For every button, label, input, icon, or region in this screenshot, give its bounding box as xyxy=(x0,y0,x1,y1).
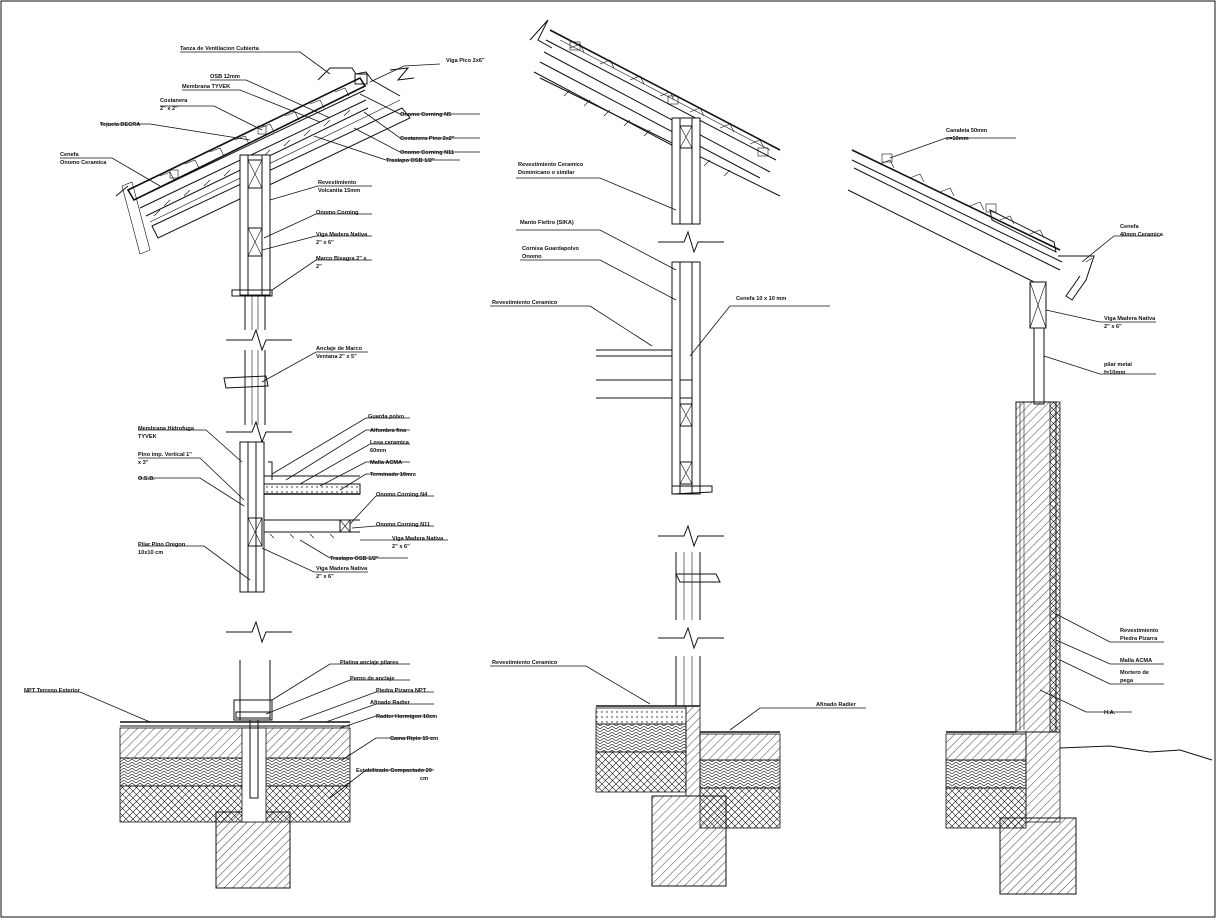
annotation-label: H.A. xyxy=(1104,710,1116,716)
annotation-label: Viga Madera Nativa xyxy=(392,536,444,542)
annotation-label: Piedra Pizarra xyxy=(1120,636,1158,642)
left-window-sill xyxy=(223,350,269,425)
annotation-label: pilar metal xyxy=(1104,362,1132,368)
annotation-label: Revestimiento Ceramico xyxy=(492,660,558,666)
middle-wall xyxy=(596,117,724,706)
annotation-label: Membrana TYVEK xyxy=(182,84,230,90)
annotation-label: 2" x 6" xyxy=(1104,324,1122,330)
annotation-label: f=10mm xyxy=(1104,370,1125,376)
annotation-label: Cenefa xyxy=(60,152,80,158)
left-wall-upper xyxy=(231,154,273,330)
annotation-label: Ventana 2" x 5" xyxy=(316,354,357,360)
annotation-label: Volcanita 15mm xyxy=(318,188,360,194)
annotation-label: OSB 12mm xyxy=(210,74,240,80)
annotation-label: Onomo Corning N11 xyxy=(376,522,430,528)
annotation-label: Viga Madera Nativa xyxy=(316,566,368,572)
annotation-label: Estabilizado Compactado 20 xyxy=(356,768,432,774)
annotation-label: 10x10 cm xyxy=(138,550,163,556)
annotation-label: Tejuela DECRA xyxy=(100,122,140,128)
middle-leader-lines xyxy=(490,177,866,731)
annotation-label: Viga Pico 2x6" xyxy=(446,58,485,64)
annotation-label: Revestimiento xyxy=(318,180,357,186)
annotation-label: Guarda polvo xyxy=(368,414,405,420)
annotation-label: Onomo Ceramica xyxy=(60,160,107,166)
annotation-label: Onomo Corning N4 xyxy=(376,492,428,498)
annotation-label: Cornisa Guardapolvo xyxy=(522,246,579,252)
annotation-label: O.S.B. xyxy=(138,476,155,482)
annotation-label: NPT Terreno Exterior xyxy=(24,688,81,694)
annotation-label: Viga Madera Nativa xyxy=(316,232,368,238)
annotation-label: 2" x 6" xyxy=(316,240,334,246)
annotation-label: Dominicano o similar xyxy=(518,170,575,176)
annotation-label: Pilar Pino Oregon xyxy=(138,542,186,548)
right-roof xyxy=(847,149,1095,301)
annotation-label: Traslapo OSB 1/2" xyxy=(386,158,435,164)
annotation-label: Malla ACMA xyxy=(1120,658,1152,664)
annotation-label: x 3" xyxy=(138,460,149,466)
annotation-label: 2" xyxy=(316,264,322,270)
annotation-label: 2" x 6" xyxy=(392,544,410,550)
annotation-label: Alfombra fina xyxy=(370,428,407,434)
left-roof xyxy=(115,67,415,255)
annotation-label: Piedra Pizarra NPT xyxy=(376,688,427,694)
annotation-label: 2" x 6" xyxy=(316,574,334,580)
annotation-label: Costanera Pino 2x2" xyxy=(400,136,455,142)
annotation-label: Onomo Corning N11 xyxy=(400,150,454,156)
annotation-label: Mortero de xyxy=(1120,670,1149,676)
annotation-label: Onomo xyxy=(522,254,542,260)
annotation-label: Afinado Radier xyxy=(816,702,857,708)
annotation-label: Costanera xyxy=(160,98,188,104)
annotation-label: cm xyxy=(420,776,428,782)
right-wall xyxy=(1015,401,1061,733)
annotation-label: Canaleta 50mm xyxy=(946,128,987,134)
left-floor-junction xyxy=(239,441,361,593)
annotation-label: Marco Bisagra 2" x xyxy=(316,256,367,262)
annotation-label: Onomo Corning xyxy=(316,210,359,216)
annotation-label: Malla ACMA xyxy=(370,460,402,466)
annotation-label: Terminado 10mm xyxy=(370,472,416,478)
annotation-label: Revestimiento Ceramico xyxy=(518,162,584,168)
annotation-label: Losa ceramica xyxy=(370,440,410,446)
annotation-label: Pino imp. Vertical 1" xyxy=(138,452,192,458)
annotation-label: Cenefa xyxy=(1120,224,1140,230)
annotation-label: Revestimiento Ceramico xyxy=(492,300,558,306)
annotation-label: pega xyxy=(1120,678,1134,684)
left-foundation xyxy=(119,721,351,889)
left-leader-lines xyxy=(24,51,480,799)
annotation-label: Membrana Hidrofuga xyxy=(138,426,195,432)
annotation-label: Revestimiento xyxy=(1120,628,1159,634)
annotation-label: Manto Fieltro (SIKA) xyxy=(520,220,574,226)
annotation-label: Traslapo OSB 1/2" xyxy=(330,556,379,562)
annotation-label: Cenefa 10 x 10 mm xyxy=(736,296,786,302)
annotation-label: Afinado Radier xyxy=(370,700,411,706)
right-foundation xyxy=(945,731,1213,895)
right-column xyxy=(1029,281,1047,405)
annotation-label: 2" x 2" xyxy=(160,106,178,112)
annotation-label: 40mm Ceramica xyxy=(1120,232,1164,238)
annotation-label: Viga Madera Nativa xyxy=(1104,316,1156,322)
annotation-label: Onomo Corning N5 xyxy=(400,112,451,118)
annotation-label: Perno de anclaje xyxy=(350,676,394,682)
annotation-label: Radier Hormigon 10cm xyxy=(376,714,437,720)
annotation-label: e=10mm xyxy=(946,136,969,142)
annotation-label: TYVEK xyxy=(138,434,157,440)
annotation-label: Platina anclaje pilares xyxy=(340,660,398,666)
annotation-label: Tanza de Ventilacion Cubierta xyxy=(180,46,260,52)
annotation-label: Anclaje de Marco xyxy=(316,346,363,352)
middle-foundation xyxy=(595,705,781,887)
right-leader-lines xyxy=(889,137,1164,713)
annotation-label: 60mm xyxy=(370,448,386,454)
annotation-label: Cama Ripio 15 cm xyxy=(390,736,438,742)
